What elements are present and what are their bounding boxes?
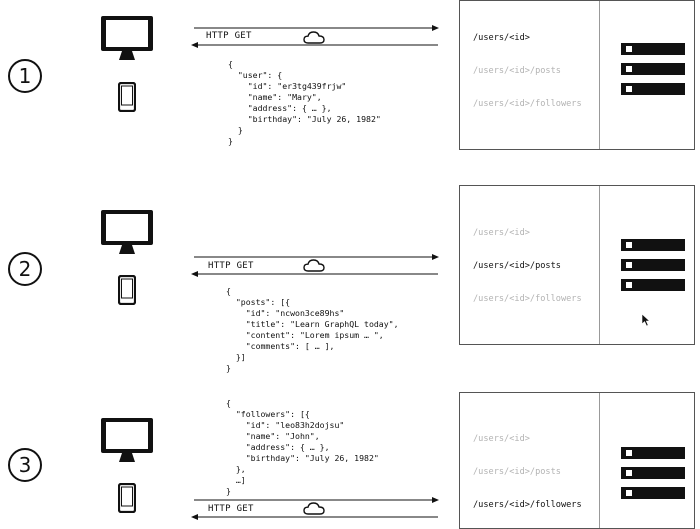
server-panel: /users/<id> /users/<id>/posts /users/<id… (459, 0, 695, 150)
endpoint-user: /users/<id> (473, 228, 530, 238)
mouse-cursor-icon (641, 313, 651, 327)
response-json: { "user": { "id": "er3tg439frjw" "name":… (228, 59, 381, 146)
panel-divider (599, 393, 600, 528)
http-method-label: HTTP GET (208, 504, 254, 514)
monitor-icon (101, 418, 153, 462)
response-json: { "followers": [{ "id": "leo83h2dojsu" "… (226, 398, 379, 496)
server-rack-icon (621, 239, 685, 293)
server-panel: /users/<id> /users/<id>/posts /users/<id… (459, 392, 695, 529)
server-rack-icon (621, 43, 685, 97)
endpoint-followers: /users/<id>/followers (473, 294, 582, 304)
request-response-arrows (191, 25, 439, 48)
endpoint-user: /users/<id> (473, 33, 530, 43)
http-method-label: HTTP GET (208, 261, 254, 271)
endpoint-followers: /users/<id>/followers (473, 99, 582, 109)
http-method-label: HTTP GET (206, 31, 252, 41)
phone-icon (118, 275, 136, 305)
server-rack-icon (621, 447, 685, 501)
step-number-badge: 2 (8, 252, 42, 286)
monitor-icon (101, 16, 153, 60)
monitor-icon (101, 210, 153, 254)
request-response-arrows (191, 254, 439, 277)
cloud-icon (303, 259, 325, 272)
panel-divider (599, 186, 600, 344)
endpoint-posts: /users/<id>/posts (473, 467, 561, 477)
server-panel: /users/<id> /users/<id>/posts /users/<id… (459, 185, 695, 345)
panel-divider (599, 1, 600, 149)
endpoint-posts: /users/<id>/posts (473, 261, 561, 271)
endpoint-user: /users/<id> (473, 434, 530, 444)
endpoint-followers: /users/<id>/followers (473, 500, 582, 510)
phone-icon (118, 82, 136, 112)
request-response-arrows (191, 497, 439, 520)
step-number-badge: 1 (8, 59, 42, 93)
phone-icon (118, 483, 136, 513)
cloud-icon (303, 502, 325, 515)
endpoint-posts: /users/<id>/posts (473, 66, 561, 76)
cloud-icon (303, 31, 325, 44)
step-number-badge: 3 (8, 448, 42, 482)
response-json: { "posts": [{ "id": "ncwon3ce89hs" "titl… (226, 286, 399, 373)
